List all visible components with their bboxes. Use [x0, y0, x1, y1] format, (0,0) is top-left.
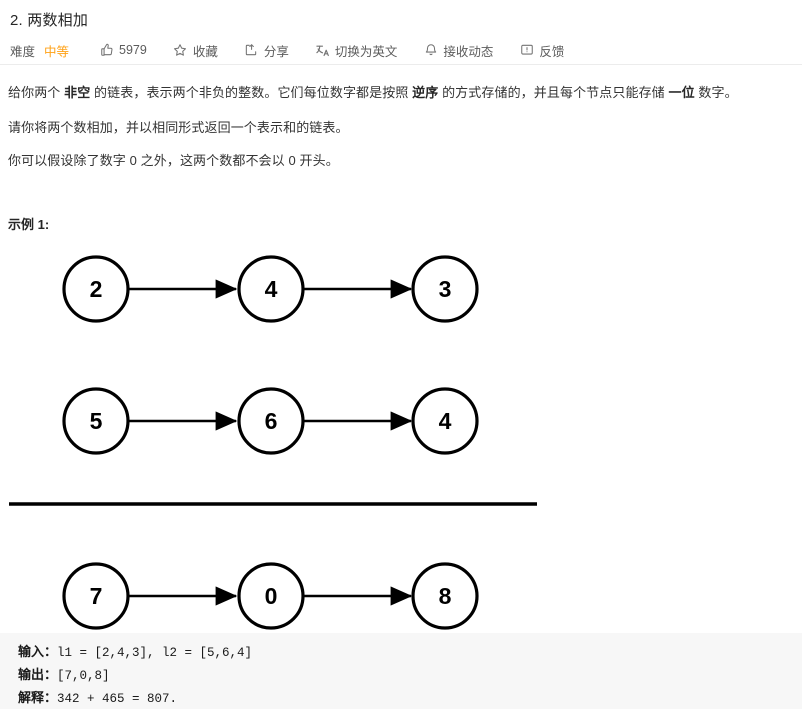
feedback-button[interactable]: 反馈 — [519, 41, 564, 60]
explain-label: 解释： — [18, 690, 58, 705]
problem-toolbar: 难度 中等 5979 收藏 分享 — [0, 30, 802, 65]
description-paragraph-3: 你可以假设除了数字 0 之外，这两个数都不会以 0 开头。 — [8, 153, 339, 168]
node-value: 8 — [439, 583, 452, 609]
node-value: 2 — [90, 276, 103, 302]
feedback-icon — [519, 43, 534, 58]
list-row-result: 7 0 8 — [62, 562, 479, 630]
difficulty-value: 中等 — [44, 44, 70, 59]
node-circle — [62, 562, 130, 630]
bell-icon — [423, 43, 438, 58]
output-value: [7,0,8] — [57, 669, 110, 683]
thumbs-up-icon — [99, 43, 114, 58]
difficulty-indicator: 难度 中等 — [10, 41, 69, 60]
node-circle — [62, 387, 130, 455]
node-value: 7 — [90, 583, 103, 609]
like-button[interactable]: 5979 — [99, 43, 147, 58]
like-count: 5979 — [119, 43, 147, 57]
share-label: 分享 — [263, 44, 289, 59]
output-label: 输出： — [18, 667, 58, 682]
list-row-l2: 5 6 4 — [62, 387, 479, 455]
translate-button[interactable]: 切换为英文 — [315, 41, 398, 60]
linked-list-diagram: 2 4 3 5 6 4 7 0 8 — [0, 238, 600, 630]
node-value: 6 — [265, 408, 278, 434]
para1-bold-reverse: 逆序 — [412, 85, 439, 100]
node-value: 4 — [265, 276, 278, 302]
node-circle — [411, 562, 479, 630]
input-value: l1 = [2,4,3], l2 = [5,6,4] — [57, 646, 253, 660]
share-button[interactable]: 分享 — [244, 41, 289, 60]
code-line-output: 输出：[7,0,8] — [18, 664, 802, 687]
example-heading: 示例 1: — [8, 217, 50, 232]
node-circle — [411, 255, 479, 323]
explain-value: 342 + 465 = 807. — [57, 692, 178, 706]
para1-seg2: 的链表，表示两个非负的整数。它们每位数字都是按照 — [90, 85, 413, 100]
difficulty-label: 难度 — [10, 44, 36, 59]
node-value: 5 — [90, 408, 103, 434]
description-paragraph-1: 给你两个 非空 的链表，表示两个非负的整数。它们每位数字都是按照 逆序 的方式存… — [8, 83, 798, 104]
subscribe-label: 接收动态 — [443, 44, 494, 59]
description-paragraph-2: 请你将两个数相加，并以相同形式返回一个表示和的链表。 — [8, 120, 349, 135]
share-icon — [244, 43, 259, 58]
node-circle — [237, 387, 305, 455]
favorite-button[interactable]: 收藏 — [173, 41, 218, 60]
node-value: 0 — [265, 583, 278, 609]
para1-seg3: 的方式存储的，并且每个节点只能存储 — [438, 85, 669, 100]
diagram-svg: 2 4 3 5 6 4 7 0 8 — [9, 255, 537, 630]
para1-bold-onedigit: 一位 — [668, 85, 695, 100]
node-circle — [62, 255, 130, 323]
node-circle — [237, 255, 305, 323]
translate-label: 切换为英文 — [334, 44, 398, 59]
node-value: 4 — [439, 408, 452, 434]
page-title: 2. 两数相加 — [10, 12, 89, 29]
list-row-l1: 2 4 3 — [62, 255, 479, 323]
subscribe-button[interactable]: 接收动态 — [423, 41, 493, 60]
para1-seg1: 给你两个 — [8, 85, 65, 100]
star-icon — [173, 43, 188, 58]
feedback-label: 反馈 — [539, 44, 565, 59]
favorite-label: 收藏 — [192, 44, 218, 59]
node-circle — [237, 562, 305, 630]
code-line-input: 输入：l1 = [2,4,3], l2 = [5,6,4] — [18, 641, 802, 664]
translate-icon — [315, 43, 330, 58]
node-circle — [411, 387, 479, 455]
code-line-explain: 解释：342 + 465 = 807. — [18, 687, 802, 710]
para1-bold-nonempty: 非空 — [64, 85, 91, 100]
node-value: 3 — [439, 276, 452, 302]
para1-seg4: 数字。 — [694, 85, 738, 100]
input-label: 输入： — [18, 644, 58, 659]
example-code-block: 输入：l1 = [2,4,3], l2 = [5,6,4] 输出：[7,0,8]… — [0, 633, 802, 709]
